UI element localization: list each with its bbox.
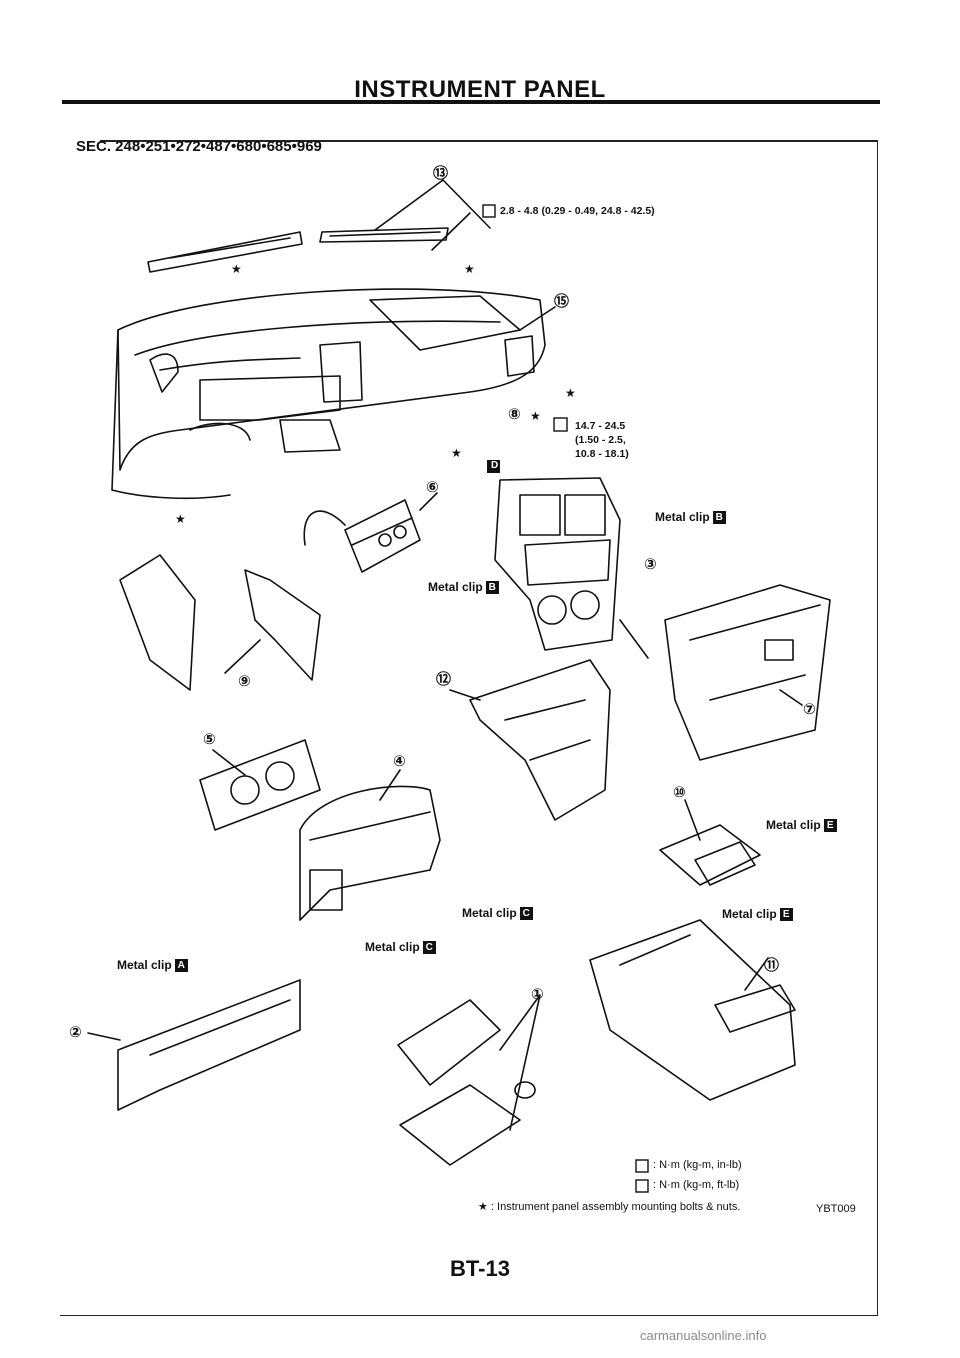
callout-11: ⑪ (764, 957, 780, 974)
callout-1: ① (531, 986, 544, 1003)
heater-control (303, 499, 421, 573)
combination-meter (199, 739, 321, 831)
diagram-frame (60, 140, 878, 1316)
cluster-lid (299, 785, 441, 921)
star-marker-6: ★ (175, 512, 186, 526)
legend-bolts: ★ : Instrument panel assembly mounting b… (478, 1201, 741, 1213)
center-bezel (494, 477, 621, 651)
lower-cover (117, 979, 301, 1111)
page-number: BT-13 (450, 1256, 510, 1281)
callout-6: ⑥ (426, 479, 439, 496)
callout-7: ⑦ (803, 701, 816, 718)
callout-9: ⑨ (238, 673, 251, 690)
clip-d-marker: D (491, 460, 499, 471)
legend-inlb: : N·m (kg-m, in-lb) (653, 1159, 742, 1171)
torque-icons (482, 204, 649, 1193)
torque-spec-mid-3: 10.8 - 18.1) (575, 448, 629, 460)
defroster-grille-right (319, 227, 449, 243)
ashtray (659, 824, 761, 886)
frame-top-rule (100, 140, 878, 142)
section-reference: SEC. 248•251•272•487•680•685•969 (76, 138, 322, 155)
defroster-grille-left (147, 231, 303, 273)
callout-10: ⑩ (673, 784, 686, 801)
title-rule (62, 100, 880, 104)
torque-spec-top: 2.8 - 4.8 (0.29 - 0.49, 24.8 - 42.5) (500, 205, 655, 217)
callout-4: ④ (393, 753, 406, 770)
page-title: INSTRUMENT PANEL (354, 76, 606, 103)
boot-assembly (397, 999, 536, 1166)
callout-8: ⑧ (508, 406, 521, 423)
star-marker-2: ★ (464, 262, 475, 276)
star-marker-1: ★ (231, 262, 242, 276)
center-bracket (469, 659, 611, 821)
star-marker-4: ★ (530, 409, 541, 423)
torque-spec-mid-2: (1.50 - 2.5, (575, 434, 626, 446)
side-bracket-left (119, 554, 196, 691)
callout-15: ⑮ (554, 293, 570, 310)
callout-2: ② (69, 1024, 82, 1041)
glove-box (664, 584, 831, 761)
callout-13: ⑬ (433, 165, 449, 182)
torque-spec-mid-1: 14.7 - 24.5 (575, 420, 626, 432)
legend-ftlb: : N·m (kg-m, ft-lb) (653, 1179, 740, 1191)
center-console (589, 919, 796, 1101)
callout-5: ⑤ (203, 731, 216, 748)
star-marker-5: ★ (451, 446, 462, 460)
star-marker-3: ★ (565, 386, 576, 400)
side-bracket-right (244, 569, 321, 681)
callout-3: ③ (644, 556, 657, 573)
reference-code: YBT009 (816, 1203, 856, 1215)
callout-12: ⑫ (436, 671, 452, 688)
dashboard-pad (111, 288, 546, 500)
watermark: carmanualsonline.info (640, 1328, 767, 1343)
